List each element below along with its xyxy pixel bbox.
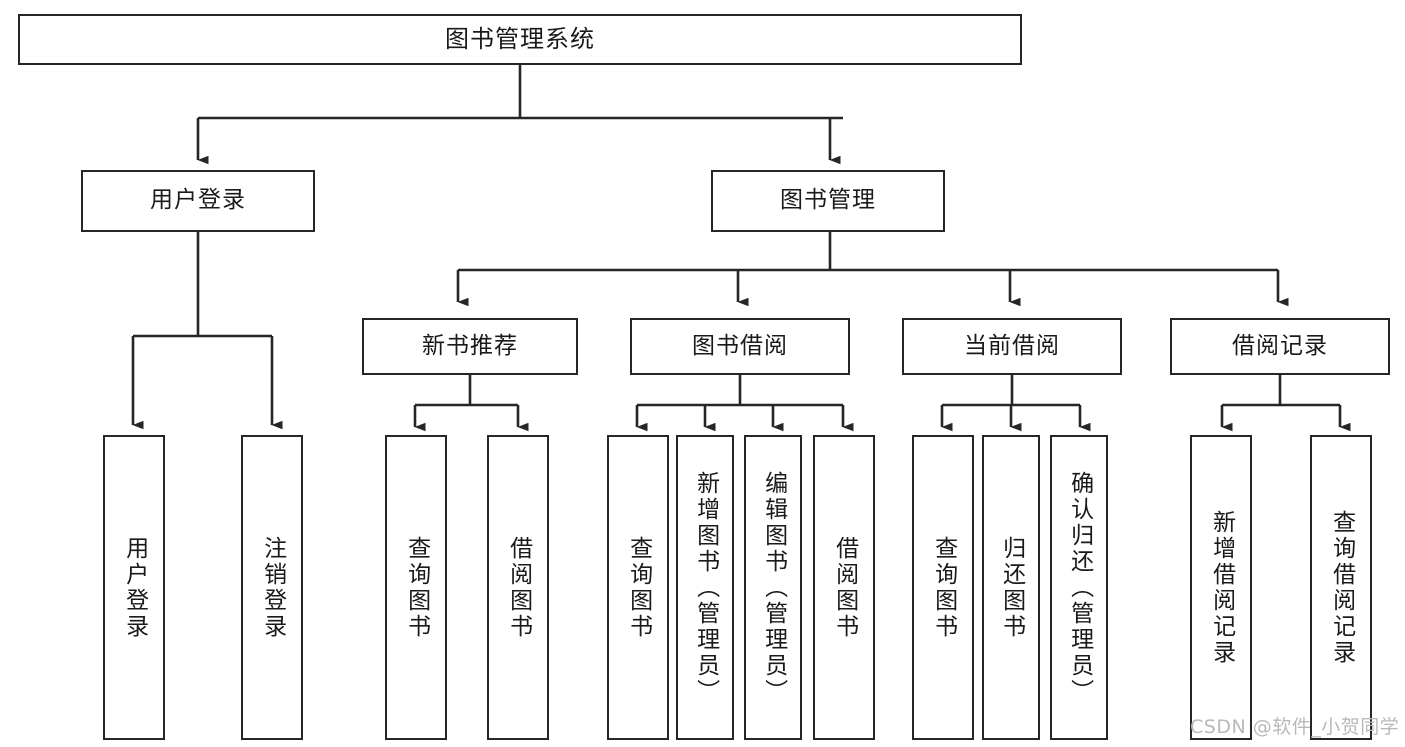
leaf-query-book-borrow[interactable]: 查询图书	[607, 435, 669, 740]
node-label: 编辑图书（管理员）	[760, 470, 787, 705]
node-book-management[interactable]: 图书管理	[711, 170, 945, 232]
leaf-query-book-recommend[interactable]: 查询图书	[385, 435, 447, 740]
leaf-return-book[interactable]: 归还图书	[982, 435, 1040, 740]
node-label: 新增借阅记录	[1208, 509, 1235, 666]
node-current-borrow[interactable]: 当前借阅	[902, 318, 1122, 375]
node-label: 归还图书	[998, 535, 1025, 640]
node-book-borrow[interactable]: 图书借阅	[630, 318, 850, 375]
node-label: 用户登录	[150, 187, 246, 214]
node-label: 注销登录	[259, 535, 286, 640]
node-label: 借阅记录	[1232, 332, 1328, 359]
node-label: 图书管理	[780, 187, 876, 214]
node-label: 新书推荐	[422, 332, 518, 359]
node-label: 当前借阅	[964, 332, 1060, 359]
node-label: 查询借阅记录	[1328, 509, 1355, 666]
node-label: 图书借阅	[692, 332, 788, 359]
node-label: 查询图书	[930, 535, 957, 640]
node-label: 图书管理系统	[445, 25, 595, 54]
leaf-borrow-book-recommend[interactable]: 借阅图书	[487, 435, 549, 740]
leaf-borrow-book[interactable]: 借阅图书	[813, 435, 875, 740]
leaf-user-login[interactable]: 用户登录	[103, 435, 165, 740]
leaf-query-book-current[interactable]: 查询图书	[912, 435, 974, 740]
node-root-system[interactable]: 图书管理系统	[18, 14, 1022, 65]
node-label: 查询图书	[403, 535, 430, 640]
leaf-confirm-return-admin[interactable]: 确认归还（管理员）	[1050, 435, 1108, 740]
leaf-query-borrow-record[interactable]: 查询借阅记录	[1310, 435, 1372, 740]
node-borrow-record[interactable]: 借阅记录	[1170, 318, 1390, 375]
node-label: 确认归还（管理员）	[1066, 470, 1093, 705]
leaf-logout[interactable]: 注销登录	[241, 435, 303, 740]
watermark-text: CSDN @软件_小贺同学	[1190, 716, 1400, 738]
node-label: 用户登录	[121, 535, 148, 640]
node-label: 查询图书	[625, 535, 652, 640]
leaf-edit-book-admin[interactable]: 编辑图书（管理员）	[744, 435, 802, 740]
node-label: 新增图书（管理员）	[692, 470, 719, 705]
node-user-login[interactable]: 用户登录	[81, 170, 315, 232]
node-label: 借阅图书	[505, 535, 532, 640]
node-label: 借阅图书	[831, 535, 858, 640]
leaf-add-book-admin[interactable]: 新增图书（管理员）	[676, 435, 734, 740]
node-new-book-recommend[interactable]: 新书推荐	[362, 318, 578, 375]
leaf-add-borrow-record[interactable]: 新增借阅记录	[1190, 435, 1252, 740]
